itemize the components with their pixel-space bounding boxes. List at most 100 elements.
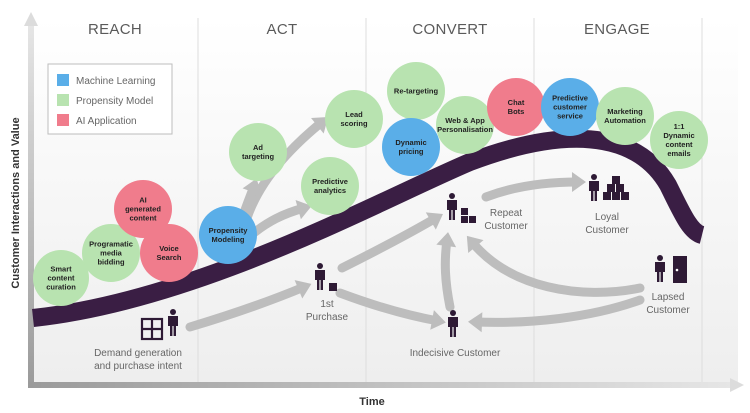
arrow-shaft bbox=[185, 282, 309, 332]
box-shape bbox=[612, 176, 620, 184]
bubble-circle bbox=[33, 250, 89, 306]
person-with-window-icon bbox=[140, 309, 178, 341]
y-axis-arrowhead bbox=[24, 12, 38, 26]
person-with-box-icon bbox=[315, 263, 337, 291]
bubble-circle bbox=[650, 111, 708, 169]
arrow-repeat-to-loyal bbox=[481, 172, 586, 202]
box-shape bbox=[612, 192, 620, 200]
legend-label-ai-application: AI Application bbox=[76, 116, 137, 127]
person-body bbox=[168, 316, 178, 336]
bubble-label: Chat bbox=[508, 98, 525, 107]
bubble-circle bbox=[229, 123, 287, 181]
bubble-label: Modeling bbox=[212, 235, 245, 244]
box-shape bbox=[469, 216, 476, 223]
bubble-label: targeting bbox=[242, 152, 275, 161]
x-axis-label: Time bbox=[359, 396, 384, 408]
phase-label-engage: ENGAGE bbox=[584, 21, 650, 38]
arrow-head bbox=[242, 178, 262, 195]
persona-label: Lapsed bbox=[652, 292, 685, 303]
arrow-head bbox=[430, 310, 446, 330]
arrow-head bbox=[571, 172, 586, 193]
bubble-label: bidding bbox=[97, 258, 124, 267]
person-head bbox=[449, 193, 455, 199]
bubble-label: Bots bbox=[508, 107, 525, 116]
person-head bbox=[591, 174, 597, 180]
bubble-label: Dynamic bbox=[663, 131, 694, 140]
person-body bbox=[588, 181, 599, 201]
phase-label-act: ACT bbox=[267, 21, 298, 38]
persona-label: Customer bbox=[646, 305, 690, 316]
person-head bbox=[450, 310, 456, 316]
bubble-label: Marketing bbox=[607, 107, 643, 116]
lifecycle-curve bbox=[32, 129, 706, 327]
bubble-label: AI bbox=[139, 196, 147, 205]
bubble-label: Propensity bbox=[209, 226, 249, 235]
bubble-re-targeting: Re-targeting bbox=[387, 62, 445, 120]
arrow-head bbox=[468, 312, 483, 333]
arrow-propensity-to-ad-targeting bbox=[240, 178, 262, 215]
arrow-indecisive-to-repeat bbox=[436, 232, 457, 312]
arrow-head bbox=[294, 280, 312, 299]
bubble-label: Predictive bbox=[552, 94, 588, 103]
arrow-demand-to-first-purchase bbox=[185, 280, 312, 332]
person-with-box-stack-icon bbox=[588, 174, 629, 201]
legend-swatch-propensity-model bbox=[57, 94, 69, 106]
door-shape bbox=[673, 256, 687, 283]
x-axis-arrowhead bbox=[730, 378, 744, 392]
person-head bbox=[657, 255, 663, 261]
bubble-label: Personalisation bbox=[437, 125, 493, 134]
persona-label: Repeat bbox=[490, 208, 522, 219]
bubble-circle bbox=[436, 96, 494, 154]
person-head bbox=[317, 263, 323, 269]
box-shape bbox=[607, 184, 615, 192]
person-body bbox=[654, 262, 665, 282]
bubble-label: scoring bbox=[340, 119, 368, 128]
person-with-boxes-icon bbox=[447, 193, 476, 223]
bubble-circle bbox=[82, 224, 140, 282]
door-icon bbox=[673, 256, 687, 283]
bubble-circle bbox=[382, 118, 440, 176]
persona-indecisive-customer: Indecisive Customer bbox=[410, 310, 501, 359]
bubble-label: Smart bbox=[50, 265, 72, 274]
journey-arrows bbox=[185, 116, 645, 333]
arrow-lapsed-to-repeat bbox=[466, 235, 645, 297]
persona-label: Loyal bbox=[595, 212, 619, 223]
arrow-shaft bbox=[467, 237, 645, 297]
y-axis-label: Customer Interactions and Value bbox=[10, 117, 22, 288]
arrow-shaft bbox=[471, 295, 645, 327]
bubble-label: emails bbox=[667, 149, 690, 158]
bubble-label: service bbox=[557, 112, 583, 121]
bubble-label: Ad bbox=[253, 143, 263, 152]
bubble-label: content bbox=[129, 214, 157, 223]
bubble-label: curation bbox=[46, 283, 76, 292]
bubble-circle bbox=[596, 87, 654, 145]
bubble-label: customer bbox=[553, 103, 587, 112]
bubble-label: Lead bbox=[345, 110, 363, 119]
arrow-shaft bbox=[337, 213, 441, 273]
bubble-circle bbox=[301, 157, 359, 215]
y-axis bbox=[28, 22, 34, 388]
person-body bbox=[315, 270, 325, 290]
persona-label: Demand generation bbox=[94, 348, 182, 359]
arrow-propensity-to-predictive-analytics bbox=[250, 199, 312, 237]
arrow-shaft bbox=[481, 177, 583, 202]
arrow-first-purchase-to-repeat bbox=[337, 212, 443, 273]
persona-label: 1st bbox=[320, 299, 334, 310]
arrow-shaft bbox=[440, 235, 455, 312]
door-knob bbox=[675, 268, 679, 272]
bubble-label: content bbox=[47, 274, 75, 283]
arrow-head bbox=[311, 116, 329, 134]
arrow-head bbox=[425, 212, 443, 230]
box-shape bbox=[461, 216, 468, 223]
arrow-shaft bbox=[335, 288, 443, 326]
